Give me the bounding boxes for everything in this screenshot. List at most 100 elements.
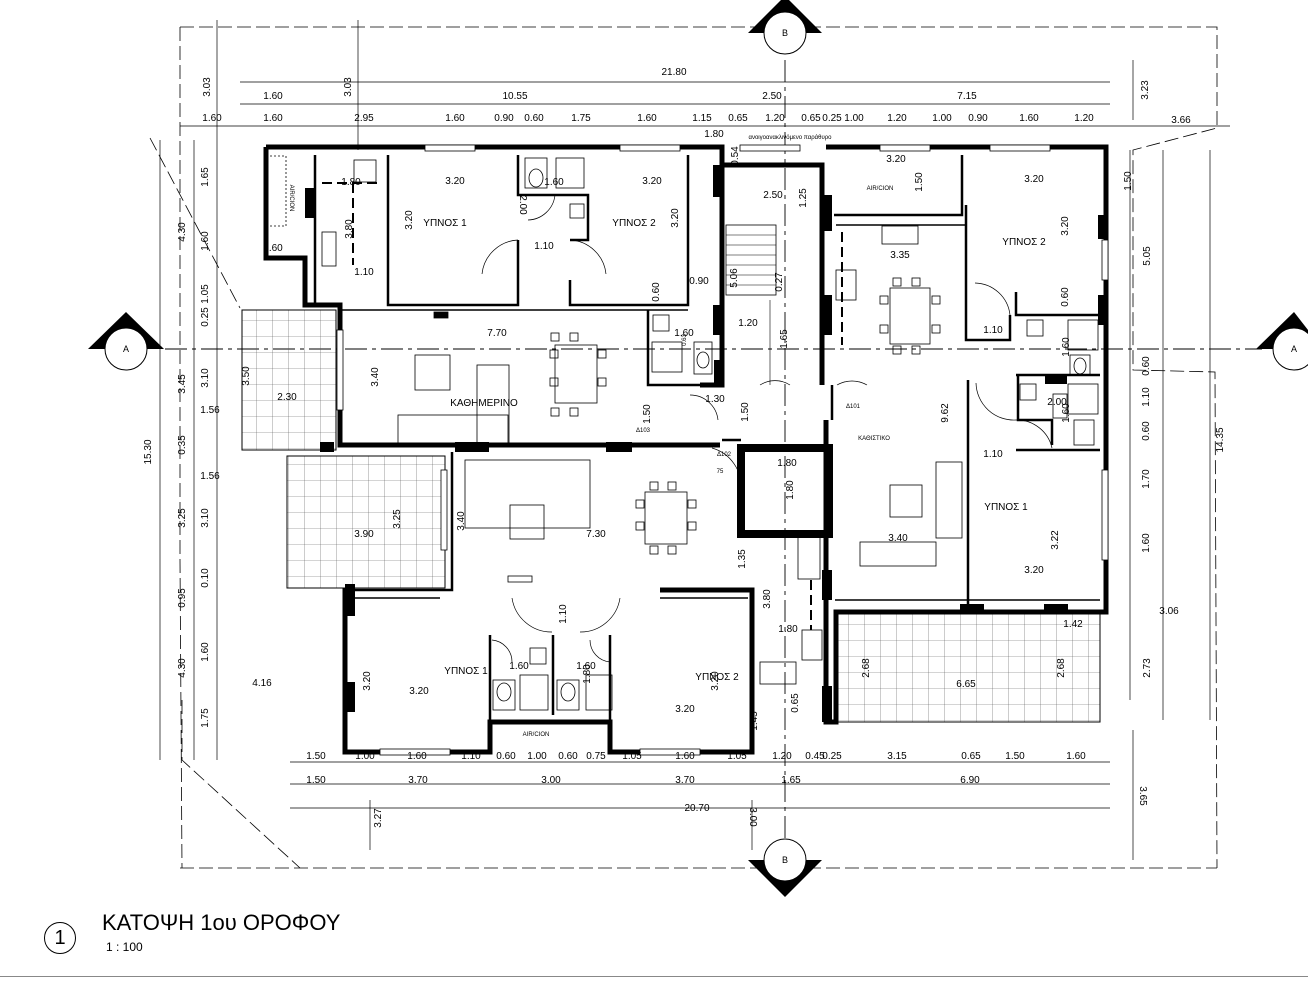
section-label-a-right: A: [1291, 344, 1297, 354]
dim-interior: 3.35: [890, 250, 910, 261]
room-label-living-w: ΚΑΘΗΜΕΡΙΝΟ: [450, 398, 518, 409]
dim-bottom-r1: 1.05: [727, 751, 747, 762]
dim-top-r3: 0.25: [822, 113, 842, 124]
dim-left-lower: 1.65: [200, 167, 211, 187]
dim-left-lower: 1.75: [200, 708, 211, 728]
room-label-bedroom2-nw: ΥΠΝΟΣ 2: [612, 218, 656, 229]
dim-left-lower: 1.56: [200, 405, 220, 416]
dim-interior: 1.80: [777, 458, 797, 469]
dim-interior: 1.35: [737, 549, 748, 569]
drawing-title-block: 1 ΚΑΤΟΨΗ 1ου ΟΡΟΦΟΥ 1 : 100: [44, 908, 444, 968]
dim-interior: 3.20: [404, 210, 415, 230]
dim-interior: 0.65: [790, 693, 801, 713]
dim-interior: 3.20: [445, 176, 465, 187]
dim-top-r3: 1.00: [932, 113, 952, 124]
dim-interior: 3.80: [762, 589, 773, 609]
dim-top-r3: 1.00: [844, 113, 864, 124]
dim-interior: 1.50: [642, 404, 653, 424]
dim-interior: 0.60: [1060, 287, 1071, 307]
dim-interior: 1.50: [740, 402, 751, 422]
section-marker-b-bottom: B: [748, 838, 822, 897]
dims-right: 14.35 5.05 2.73 1.50 0.60 1.10 0.60 1.70…: [1063, 171, 1226, 678]
dim-interior: 2.50: [763, 190, 783, 201]
label-aircon-ne: AIR/CION: [867, 186, 894, 192]
section-marker-a-right: A: [1256, 312, 1308, 371]
label-aircon-s: AIR/CION: [523, 732, 550, 738]
dim-bottom-r1: 3.15: [887, 751, 907, 762]
dim-interior: 1.60: [674, 328, 694, 339]
dim-bottom-r1: 1.05: [622, 751, 642, 762]
label-door-d102: Δ102: [717, 452, 732, 458]
dim-left-overall: 15.30: [143, 439, 154, 464]
label-door-d103: Δ103: [636, 428, 651, 434]
dim-top-r3: 1.60: [637, 113, 657, 124]
dim-right-side: 1.42: [1063, 619, 1083, 630]
label-door-d101: Δ101: [846, 404, 861, 410]
dim-interior: 3.20: [409, 686, 429, 697]
dim-left-upper: 0.95: [177, 588, 188, 608]
dim-interior: 9.62: [940, 403, 951, 423]
dim-top-r3: 0.90: [494, 113, 514, 124]
dim-interior: 1.80: [341, 177, 361, 188]
dim-interior: 1.60: [576, 661, 596, 672]
dim-bottom-r1: 1.10: [461, 751, 481, 762]
dim-bottom-r1: 1.00: [527, 751, 547, 762]
dim-right-inner: 1.60: [1141, 533, 1152, 553]
dim-interior: 1.25: [798, 188, 809, 208]
dim-bottom-total: 20.70: [684, 803, 709, 814]
dimension-lines: [159, 20, 1230, 860]
dim-interior: 3.20: [710, 671, 721, 691]
dim-interior: 3.20: [642, 176, 662, 187]
dim-interior: 1.60: [1061, 403, 1072, 423]
dim-bottom-r1: 0.45: [805, 751, 825, 762]
dim-top-r3: 2.95: [354, 113, 374, 124]
columns: [305, 165, 1108, 722]
dim-top-r2: 2.50: [762, 91, 782, 102]
dim-bottom-side: 3.65: [1137, 786, 1148, 806]
dim-bottom-r1: 0.65: [961, 751, 981, 762]
dim-top-r3: 1.20: [765, 113, 785, 124]
dim-left-lower: 1.56: [200, 471, 220, 482]
dim-top-r3: 1.75: [571, 113, 591, 124]
property-boundary: [149, 26, 1218, 869]
dim-right-inner: 0.60: [1141, 356, 1152, 376]
balcony-southeast: [835, 613, 1101, 723]
dim-interior: 3.20: [670, 208, 681, 228]
dim-top-r3: 0.65: [728, 113, 748, 124]
dim-interior: 1.80: [785, 480, 796, 500]
dim-top-r3: 1.60: [1019, 113, 1039, 124]
dim-left-lower: 0.25: [200, 307, 211, 327]
dim-right-inner: 1.50: [1123, 171, 1134, 191]
drawing-number: 1: [44, 922, 76, 954]
dim-bottom-r2: 1.50: [306, 775, 326, 786]
room-labels: ΥΠΝΟΣ 1 ΥΠΝΟΣ 2 ΚΑΘΗΜΕΡΙΝΟ ΥΠΝΟΣ 1 ΥΠΝΟΣ…: [288, 134, 1046, 738]
dim-interior: 3.20: [886, 154, 906, 165]
section-marker-a-left: A: [88, 312, 164, 371]
dim-left-lower: 3.10: [200, 368, 211, 388]
dim-interior: 1.60: [1061, 337, 1072, 357]
dim-interior: 3.25: [392, 509, 403, 529]
section-marker-b-top: B: [748, 0, 822, 55]
page-bottom-rule: [0, 976, 1308, 977]
room-label-bedroom2-ne: ΥΠΝΟΣ 2: [1002, 237, 1046, 248]
dim-interior: 3.20: [1024, 174, 1044, 185]
dim-interior: 0.63: [682, 334, 688, 346]
room-label-bedroom1-sw: ΥΠΝΟΣ 1: [444, 666, 488, 677]
balconies: [241, 309, 1101, 723]
dim-top-total: 21.80: [661, 67, 686, 78]
dim-interior: 0.90: [689, 276, 709, 287]
dim-interior: 3.20: [675, 704, 695, 715]
room-label-bedroom1-nw: ΥΠΝΟΣ 1: [423, 218, 467, 229]
dim-interior: 1.30: [705, 394, 725, 405]
dim-left-lower: 0.10: [200, 568, 211, 588]
drawing-scale: 1 : 100: [106, 940, 143, 954]
dim-left-upper: 3.45: [177, 374, 188, 394]
dim-interior: 4.16: [252, 678, 272, 689]
dim-interior: 3.20: [1024, 565, 1044, 576]
dim-top-r3: 1.20: [887, 113, 907, 124]
dim-left-upper: 3.25: [177, 508, 188, 528]
dim-interior: 2.00: [1047, 397, 1067, 408]
door-swings: [481, 194, 1053, 663]
dim-top-side: 3.03: [343, 77, 354, 97]
